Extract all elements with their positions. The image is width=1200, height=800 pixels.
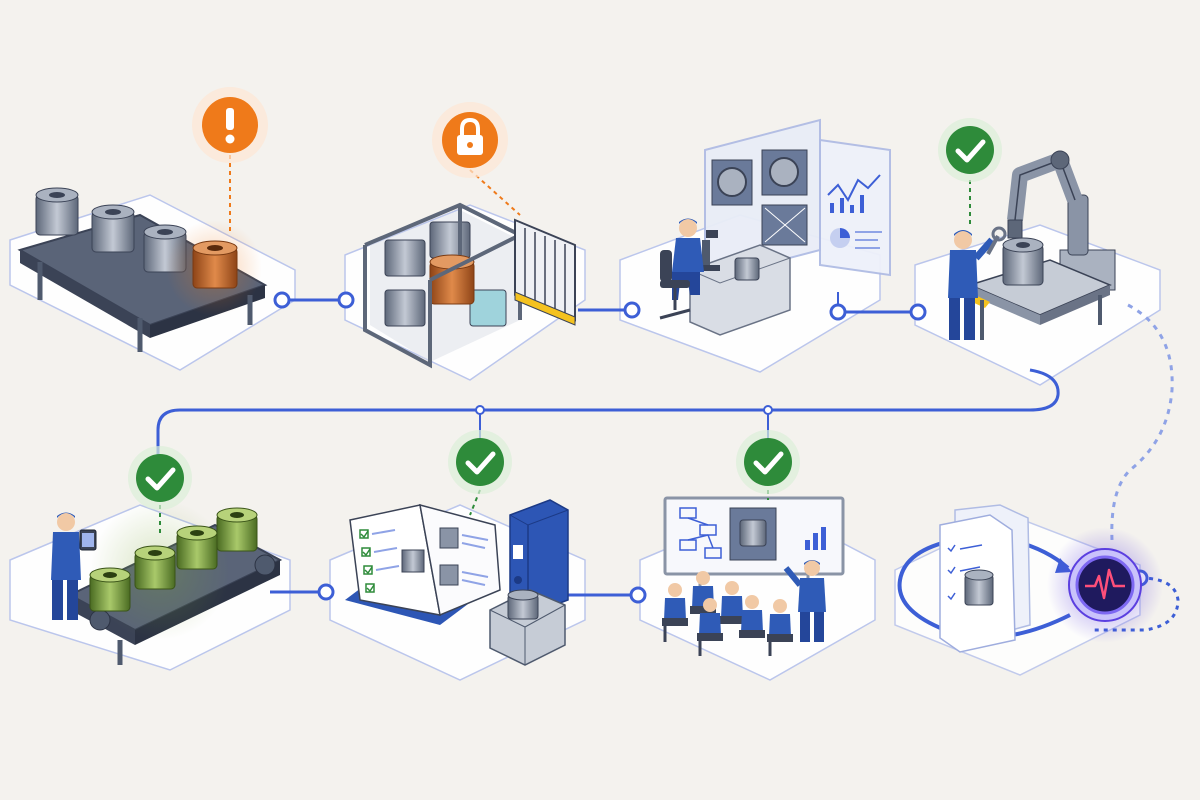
stage-defect-detected: [17, 87, 268, 352]
ok-badge: [128, 446, 192, 510]
check-icon: [753, 451, 784, 475]
microscope: [698, 230, 720, 271]
trainer-worker: [783, 560, 826, 642]
ok-badge: [938, 118, 1002, 182]
check-icon: [465, 451, 496, 475]
analyst-worker: [672, 218, 704, 300]
inspector-worker: [51, 512, 97, 620]
connector-node: [317, 583, 335, 601]
exclamation-icon: [225, 108, 235, 144]
connector-node: [475, 405, 485, 415]
connector-node: [623, 301, 641, 319]
trainees: [662, 571, 793, 656]
connector-node: [909, 303, 927, 321]
approved-part: [176, 525, 218, 570]
analysis-screen-charts: [819, 138, 891, 277]
trainee: [697, 598, 723, 656]
connector-node: [337, 291, 355, 309]
machined-part: [35, 187, 79, 236]
safety-gate: [514, 218, 576, 326]
monitoring-badge: [1068, 548, 1142, 622]
stage-documentation: [345, 430, 569, 666]
quarantine-cage: [363, 202, 522, 369]
ok-badge: [736, 430, 800, 494]
connector-node: [829, 303, 847, 321]
badge-leader: [469, 169, 521, 216]
training-board: [663, 496, 845, 600]
lock-icon: [457, 117, 483, 155]
bar-chart-icon: [805, 527, 826, 550]
approved-part: [216, 507, 258, 552]
connector-row-return: [156, 368, 1060, 455]
ok-badge: [448, 430, 512, 494]
connector-dotted-feedback: [1110, 303, 1174, 541]
procedure-book: [345, 503, 501, 625]
trainee: [739, 595, 765, 638]
stage-quarantine: [363, 102, 576, 369]
flowchart-icon: [679, 507, 722, 559]
approved-part: [134, 545, 176, 590]
office-chair: [659, 250, 691, 320]
alert-badge: [432, 102, 508, 178]
trainee: [719, 581, 745, 624]
stage-root-cause-analysis: [659, 118, 891, 336]
connector-node: [273, 291, 291, 309]
check-icon: [955, 139, 986, 163]
stage-continuous-monitoring: [897, 504, 1163, 653]
check-icon: [145, 467, 176, 491]
approved-part: [89, 567, 131, 612]
connector-node: [763, 405, 773, 415]
connector-node: [629, 586, 647, 604]
alert-badge: [192, 87, 268, 163]
stage-verification: [51, 446, 283, 665]
defective-part: [192, 240, 238, 289]
pulse-icon: [1085, 568, 1125, 600]
checklist-icon: [359, 529, 400, 593]
stage-training: [662, 430, 845, 656]
trainee: [662, 583, 688, 642]
wrench-icon: [986, 226, 1007, 255]
machined-part: [1002, 237, 1044, 286]
trainee: [767, 599, 793, 656]
technician-worker: [948, 230, 995, 340]
parts-crate: [489, 589, 566, 666]
report-documents: [939, 504, 1031, 653]
machined-part: [91, 204, 135, 253]
stage-corrective-action: [938, 118, 1116, 340]
checklist-icon: [947, 544, 983, 601]
